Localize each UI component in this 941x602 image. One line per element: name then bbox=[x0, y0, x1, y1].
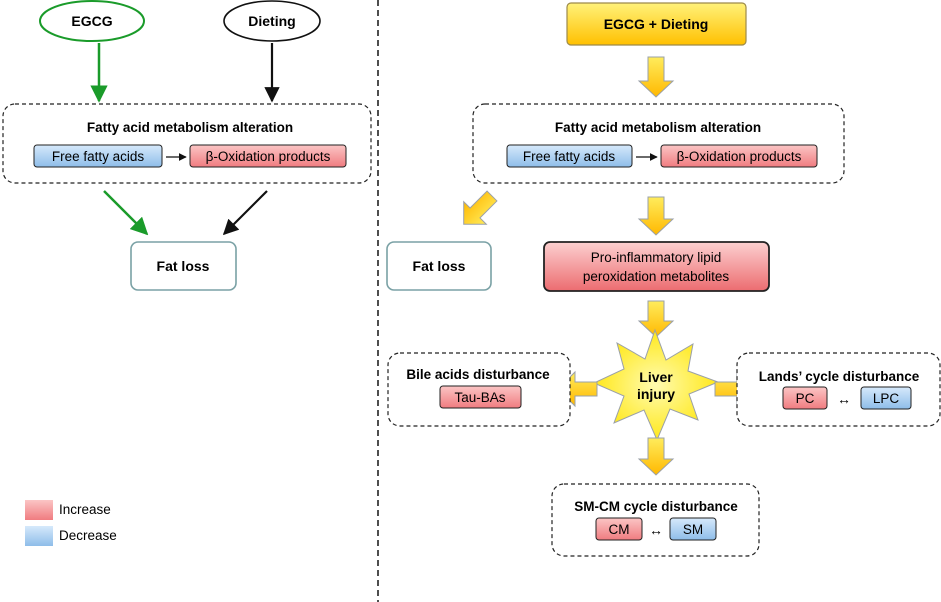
fat-loss-box-left bbox=[130, 241, 237, 291]
arrow-combo-to-fa bbox=[637, 56, 675, 98]
fa-metabolism-title-right: Fatty acid metabolism alteration bbox=[555, 120, 761, 135]
sm-label: SM bbox=[683, 522, 703, 537]
egcg-dieting-label: EGCG + Dieting bbox=[604, 16, 709, 32]
sm-box bbox=[669, 517, 717, 541]
legend-decrease-label: Decrease bbox=[59, 528, 117, 543]
legend-decrease-swatch bbox=[25, 526, 53, 546]
liver-injury-burst bbox=[592, 328, 720, 442]
legend-increase-label: Increase bbox=[59, 502, 111, 517]
dieting-node bbox=[223, 0, 321, 42]
smcm-cycle-title: SM-CM cycle disturbance bbox=[574, 499, 738, 514]
arrow-liver-to-smcm bbox=[637, 437, 675, 476]
lands-exchange-icon: ↔ bbox=[837, 391, 851, 407]
arrow-fa-to-lipid bbox=[637, 196, 675, 236]
tau-bas-box bbox=[439, 385, 522, 409]
right-panel: EGCG + Dieting Fatty acid metabolism alt… bbox=[386, 2, 941, 557]
fat-loss-box-right bbox=[386, 241, 492, 291]
legend: Increase Decrease bbox=[25, 500, 117, 546]
bile-acids-title: Bile acids disturbance bbox=[406, 367, 550, 382]
legend-increase-swatch bbox=[25, 500, 53, 520]
cm-label: CM bbox=[609, 522, 630, 537]
egcg-node bbox=[39, 0, 145, 42]
beta-oxidation-label-right: β-Oxidation products bbox=[677, 149, 802, 164]
fat-loss-label-left: Fat loss bbox=[157, 258, 210, 274]
egcg-dieting-box bbox=[566, 2, 747, 46]
lipid-peroxidation-line1: Pro-inflammatory lipid bbox=[591, 250, 722, 265]
liver-injury-line1: Liver bbox=[639, 369, 673, 385]
pc-label: PC bbox=[796, 391, 815, 406]
arrow-lipid-to-liver bbox=[637, 300, 675, 338]
liver-injury-line2: injury bbox=[637, 386, 675, 402]
fa-metabolism-box-right bbox=[472, 103, 845, 184]
fa-metabolism-box bbox=[2, 103, 372, 184]
lpc-label: LPC bbox=[873, 391, 900, 406]
arrow-fa-to-fatloss-right bbox=[463, 190, 498, 225]
free-fatty-acids-box bbox=[33, 144, 163, 168]
beta-oxidation-box-right bbox=[660, 144, 818, 168]
smcm-cycle-box bbox=[551, 483, 760, 557]
fa-metabolism-title: Fatty acid metabolism alteration bbox=[87, 120, 293, 135]
beta-oxidation-label: β-Oxidation products bbox=[206, 149, 331, 164]
lipid-peroxidation-line2: peroxidation metabolites bbox=[583, 269, 730, 284]
dieting-label: Dieting bbox=[248, 13, 295, 29]
smcm-exchange-icon: ↔ bbox=[649, 522, 663, 538]
lpc-box bbox=[860, 386, 912, 410]
pc-box bbox=[782, 386, 828, 410]
lipid-peroxidation-box bbox=[543, 241, 770, 292]
fat-loss-label-right: Fat loss bbox=[413, 258, 466, 274]
tau-bas-label: Tau-BAs bbox=[454, 390, 505, 405]
free-fatty-acids-box-right bbox=[506, 144, 633, 168]
free-fatty-acids-label: Free fatty acids bbox=[52, 149, 145, 164]
beta-oxidation-box bbox=[189, 144, 347, 168]
egcg-label: EGCG bbox=[71, 13, 112, 29]
free-fatty-acids-label-right: Free fatty acids bbox=[523, 149, 616, 164]
lands-cycle-title: Lands’ cycle disturbance bbox=[759, 369, 920, 384]
left-panel: EGCG Dieting Fatty acid metabolism alter… bbox=[2, 0, 372, 291]
fa-to-fatloss-green-arrow bbox=[103, 190, 149, 236]
fa-to-fatloss-black-arrow bbox=[222, 190, 268, 236]
cm-box bbox=[595, 517, 643, 541]
